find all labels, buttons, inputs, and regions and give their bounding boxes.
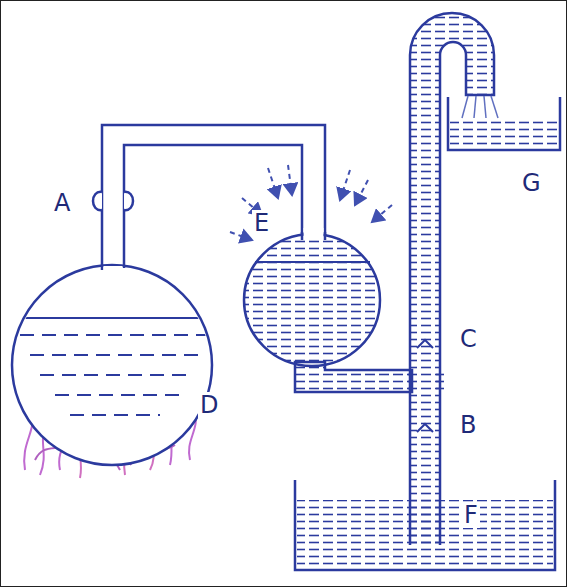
callout-letter: C (458, 326, 479, 352)
callout-letter: D (198, 392, 220, 418)
callout-letter: A (52, 190, 72, 216)
callout-letter: E (252, 210, 271, 236)
callout-letter: G (520, 170, 543, 196)
callout-letter: F (462, 502, 480, 528)
callout-letter: B (458, 412, 478, 438)
